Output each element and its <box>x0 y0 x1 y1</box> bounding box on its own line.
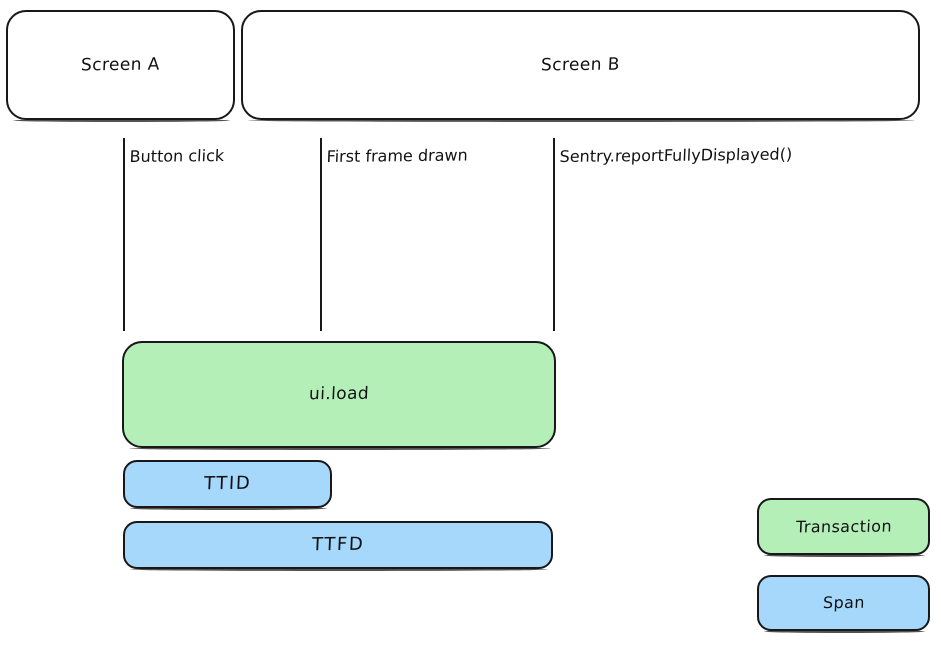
span-bar-ttfd[interactable]: TTFD <box>123 521 553 571</box>
marker-label-report-fully-displayed: Sentry.reportFullyDisplayed() <box>559 144 793 166</box>
legend-swatch-span: Span <box>757 575 930 633</box>
marker-line-button-click <box>123 138 125 331</box>
span-bar-ttid[interactable]: TTID <box>123 460 332 510</box>
span-bar-ttid-label: TTID <box>203 472 252 495</box>
marker-label-button-click: Button click <box>129 146 225 166</box>
marker-line-report-fully-displayed <box>553 138 555 331</box>
transaction-bar-label: ui.load <box>308 383 370 405</box>
screen-a-label: Screen A <box>80 54 161 75</box>
screen-a-box[interactable]: Screen A <box>6 10 235 122</box>
legend-swatch-transaction: Transaction <box>757 498 930 557</box>
marker-label-first-frame-drawn: First frame drawn <box>326 145 469 166</box>
legend-span-label: Span <box>822 592 865 613</box>
screen-b-box[interactable]: Screen B <box>241 10 920 122</box>
screen-b-label: Screen B <box>540 54 621 75</box>
transaction-bar-ui-load[interactable]: ui.load <box>122 341 556 450</box>
legend-transaction-label: Transaction <box>795 516 892 536</box>
span-bar-ttfd-label: TTFD <box>311 533 365 556</box>
marker-line-first-frame-drawn <box>320 138 322 331</box>
